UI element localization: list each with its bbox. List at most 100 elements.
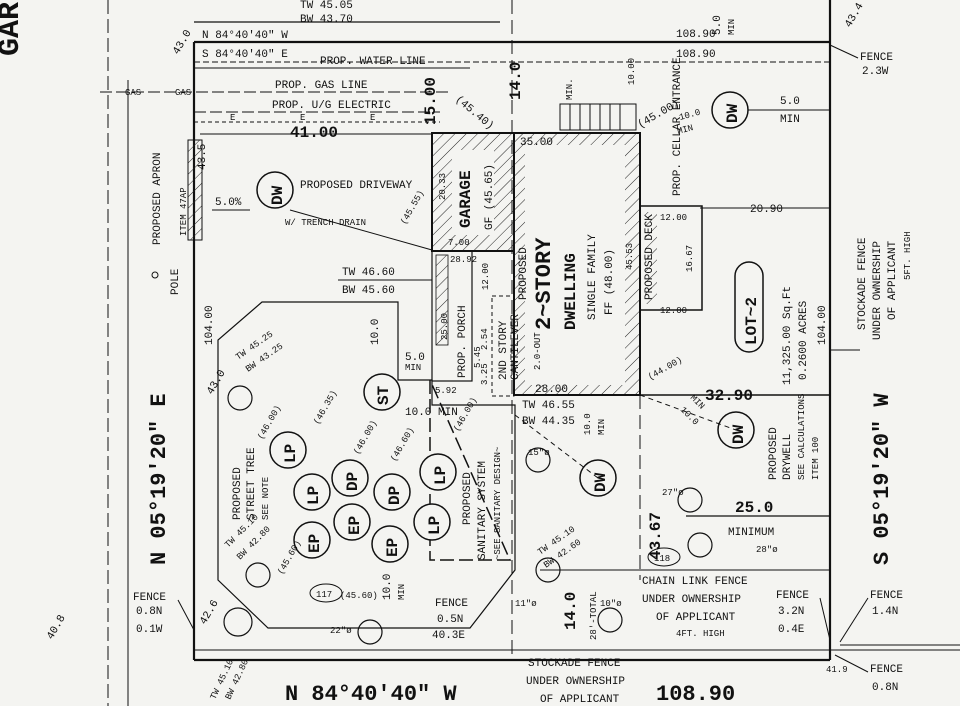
stockade-s2: UNDER OWNERSHIP: [526, 676, 625, 688]
top-bw: BW 43.70: [300, 14, 353, 26]
sanitary-min-2: MIN: [405, 363, 421, 373]
dim-100-top-min: MIN: [676, 123, 694, 137]
gas-line-vertical: [107, 0, 129, 706]
dim-254: 2.54: [480, 328, 490, 350]
elev-434: 43.4: [843, 1, 867, 30]
driveway-dw: DW: [269, 185, 287, 205]
dim-1200: 12.00: [481, 263, 491, 290]
entry-stairs: [559, 103, 637, 131]
sanitary-l2: SANITARY SYSTEM: [477, 461, 489, 560]
top-dist2: 108.90: [676, 49, 716, 61]
sanitary-min-1: 10.0 MIN: [405, 407, 458, 419]
stockade-e3: OF APPLICANT: [887, 240, 899, 320]
dim-4540: (45.40): [452, 94, 495, 133]
tree-l3: SEE NOTE: [261, 477, 271, 520]
drywell-mid-circle: [579, 459, 617, 497]
sanitary-4660: (46.60): [389, 426, 417, 464]
elec-tag-2: E: [300, 113, 305, 123]
sanitary-area: [217, 301, 516, 629]
tree-28: 28"ø: [756, 545, 778, 555]
bottom-dist: 108.90: [656, 682, 735, 706]
fence-ne: FENCE: [860, 52, 893, 64]
deck-1667: 16.67: [685, 245, 695, 272]
west-dist: 104.00: [204, 305, 216, 345]
sanitary-4635: (46.35): [312, 389, 340, 427]
dim-10-dw-min: MIN: [688, 393, 707, 412]
fence-ne-2: 2.3W: [862, 66, 889, 78]
stockade-s1: STOCKADE FENCE: [528, 658, 621, 670]
cantilever-3: CANTILEVER: [510, 314, 522, 380]
dwelling-4553: 45.53: [625, 243, 635, 270]
drive-elev: 43.5: [197, 144, 209, 170]
apron-label: PROPOSED APRON: [152, 153, 164, 245]
dim-592: 5.92: [435, 386, 457, 396]
dim-50-right-min: MIN: [780, 114, 800, 126]
garage: [431, 132, 515, 252]
lot-acres: 0.2600 ACRES: [798, 300, 810, 380]
elev-117-badge: [309, 583, 343, 603]
dim-10-mid-min: MIN: [597, 419, 607, 435]
garage-gf: GF (45.65): [484, 164, 496, 230]
drywell-l4: ITEM 100: [811, 437, 821, 480]
fence-sw-2: 0.8N: [136, 606, 162, 618]
east-bearing: S 05°19'20" W: [870, 393, 895, 565]
tree-10: 10"ø: [600, 599, 622, 609]
top-bearing-south: S 84°40'40" E: [202, 49, 288, 61]
fence-sw: FENCE: [133, 592, 166, 604]
chain-3: OF APPLICANT: [656, 612, 736, 624]
dim-50-top: 5.0: [712, 15, 724, 35]
tree-l1: PROPOSED: [232, 467, 244, 520]
wall-tw1: TW 46.60: [342, 267, 395, 279]
dim-35: 35.00: [520, 137, 553, 149]
dim-700: 7.00: [448, 238, 470, 248]
dim-2033: 20.33: [438, 173, 448, 200]
dim-min: MIN.: [565, 78, 575, 100]
gas-tag-1: GAS: [125, 88, 141, 98]
street-name-partial: GAR: [0, 2, 28, 56]
tree-l2: STREET TREE: [246, 447, 258, 520]
driveway-label: PROPOSED DRIVEWAY: [300, 180, 413, 192]
west-bearing: N 05°19'20" E: [147, 393, 172, 565]
dim-2500: 25.00: [440, 313, 450, 340]
fence-s: FENCE: [435, 598, 468, 610]
deck-dim-top: 12.00: [660, 213, 687, 223]
dim-total: 28'-TOTAL: [589, 591, 599, 640]
lot-sqft: 11,325.00 Sq.Ft: [782, 286, 794, 385]
dim-325: 3.25: [480, 363, 490, 385]
elec-tag-3: E: [370, 113, 375, 123]
lp-1: LP: [282, 444, 300, 463]
dwelling-2story: 2~STORY: [532, 237, 557, 330]
deck-label: PROPOSED DECK: [644, 214, 656, 300]
drywell-l1: PROPOSED: [768, 427, 780, 480]
sanitary-10-b: 10.0: [382, 574, 394, 600]
elev-419: 41.9: [826, 665, 848, 675]
wall-bw3: BW 44.35: [522, 416, 575, 428]
chain-4: 4FT. HIGH: [676, 629, 725, 639]
elev-430: 43.0: [171, 28, 195, 57]
drywell-top-dw: DW: [724, 103, 742, 123]
top-tw: TW 45.05: [300, 0, 353, 12]
elec-tag-1: E: [230, 113, 235, 123]
dwelling-label: DWELLING: [562, 253, 580, 330]
ep-2: EP: [346, 516, 364, 535]
dim-15: 15.00: [422, 77, 440, 125]
dim-41: 41.00: [290, 124, 338, 142]
fence-bot-2: 0.8N: [872, 682, 898, 694]
dim-2892: 28.92: [450, 255, 477, 265]
east-dist: 104.00: [817, 305, 829, 345]
elev-118: 118: [654, 554, 670, 564]
dim-50-top-min: MIN: [727, 19, 737, 35]
stockade-e1: STOCKADE FENCE: [857, 237, 869, 330]
drywell-circle: [717, 411, 755, 449]
dwelling-ff: FF (48.00): [604, 249, 616, 315]
sanitary-4600b: (46.00): [352, 419, 380, 457]
dim-545: 5.45: [473, 346, 483, 368]
stockade-s3: OF APPLICANT: [540, 694, 620, 706]
sanitary-l3: ~SEE SANITARY DESIGN~: [493, 447, 503, 560]
ep-1: EP: [306, 534, 324, 553]
elev-430b: 43.0: [205, 368, 229, 397]
dim-140-bot: 14.0: [562, 592, 580, 630]
bottom-bearing: N 84°40'40" W: [285, 682, 457, 706]
lot-box: [734, 261, 764, 353]
fence-s-2: 0.5N: [437, 614, 463, 626]
